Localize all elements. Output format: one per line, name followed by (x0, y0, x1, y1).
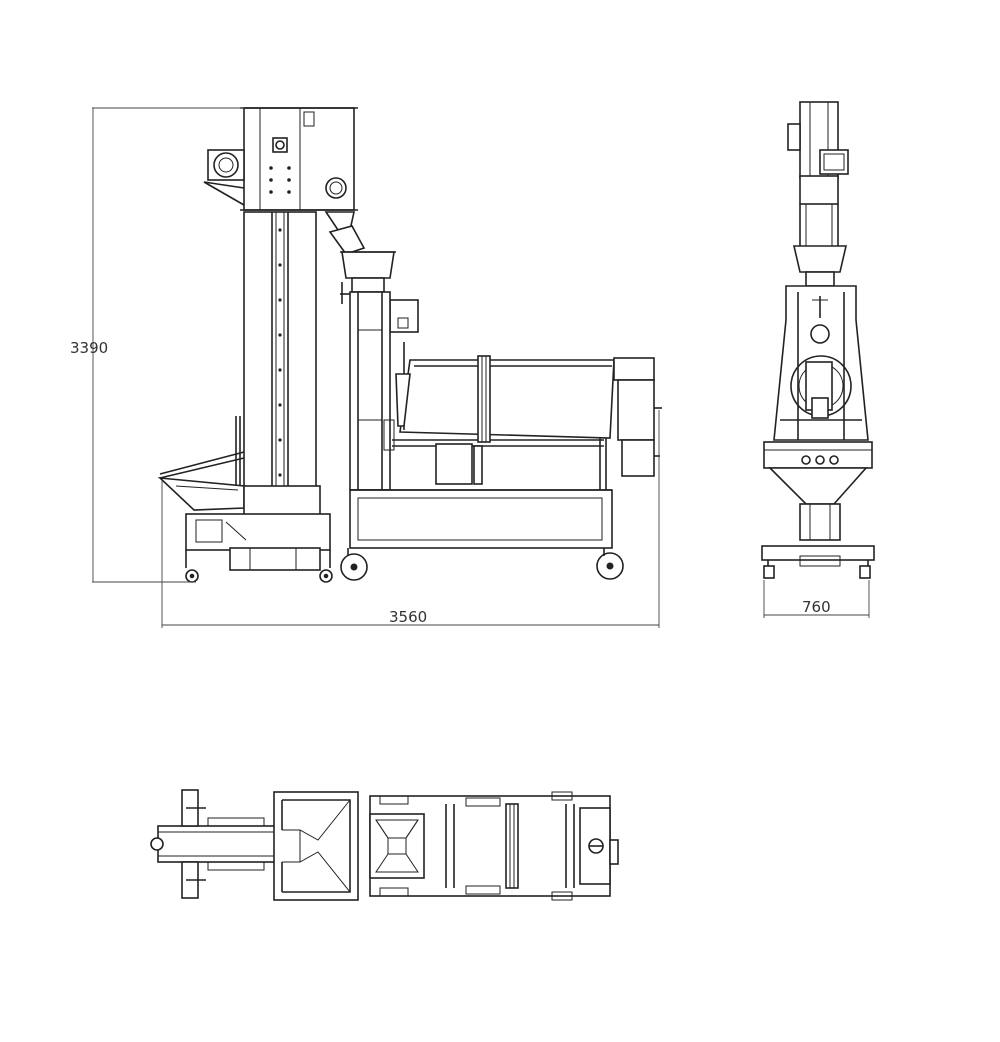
front-base (761, 545, 875, 579)
height-dimension-label: 3390 (70, 339, 108, 357)
front-hopper (792, 245, 848, 287)
elevator-column (243, 211, 317, 491)
top-elevator (150, 789, 281, 899)
treatment-drum (395, 342, 662, 477)
elevator-head (240, 107, 358, 211)
front-elevator-head (787, 101, 849, 205)
top-elevator-head (273, 791, 359, 901)
front-body (773, 285, 869, 441)
length-dimension (161, 410, 660, 628)
height-dimension (92, 107, 244, 583)
drum-frame (349, 291, 607, 494)
discharge-spout (324, 211, 366, 255)
feed-hopper (340, 251, 419, 333)
front-column (799, 204, 839, 250)
intake-hopper (157, 416, 245, 511)
front-view: 760 (761, 101, 875, 618)
width-dimension-label: 760 (802, 598, 831, 616)
side-view: 3390 3560 (70, 107, 662, 628)
cart-base (340, 489, 624, 581)
length-dimension-label: 3560 (389, 608, 427, 626)
top-view (150, 789, 619, 901)
elevator-base (185, 485, 333, 583)
front-outlet (763, 441, 873, 541)
width-dimension (763, 580, 870, 618)
elevator-motor (203, 149, 245, 206)
top-drum-unit (369, 791, 619, 901)
